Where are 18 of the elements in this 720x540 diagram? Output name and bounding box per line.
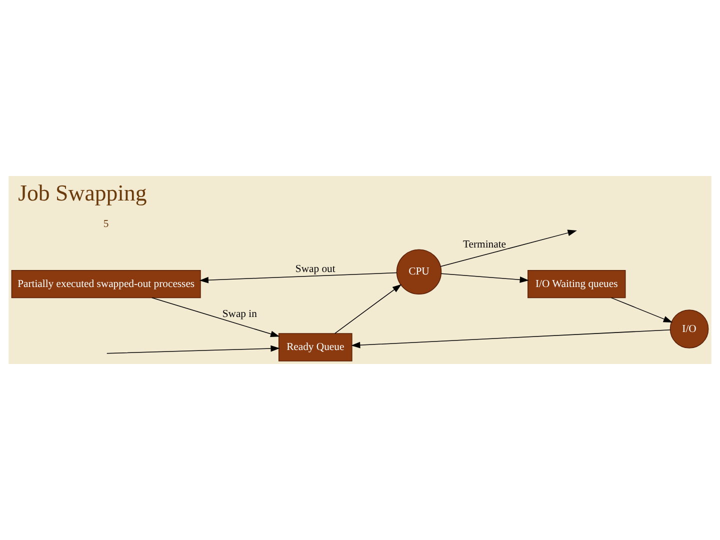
arrow bbox=[351, 330, 671, 348]
arrow bbox=[440, 273, 529, 283]
edge-label: Swap in bbox=[222, 308, 257, 320]
node-box: Partially executed swapped-out processes bbox=[11, 270, 201, 298]
node-box: I/O Waiting queues bbox=[528, 270, 626, 298]
diagram-title: Job Swapping bbox=[18, 180, 147, 206]
arrow bbox=[440, 230, 577, 267]
edge-label: Swap out bbox=[295, 264, 336, 276]
edge-label: Terminate bbox=[463, 240, 506, 251]
node-circle: I/O bbox=[670, 310, 709, 348]
arrow bbox=[152, 297, 280, 338]
label: 5 bbox=[103, 218, 109, 230]
arrow bbox=[199, 272, 398, 284]
arrow bbox=[334, 284, 402, 334]
node-circle: CPU bbox=[396, 249, 442, 295]
arrow bbox=[106, 345, 280, 354]
arrow bbox=[610, 297, 673, 323]
node-box: Ready Queue bbox=[278, 333, 352, 362]
